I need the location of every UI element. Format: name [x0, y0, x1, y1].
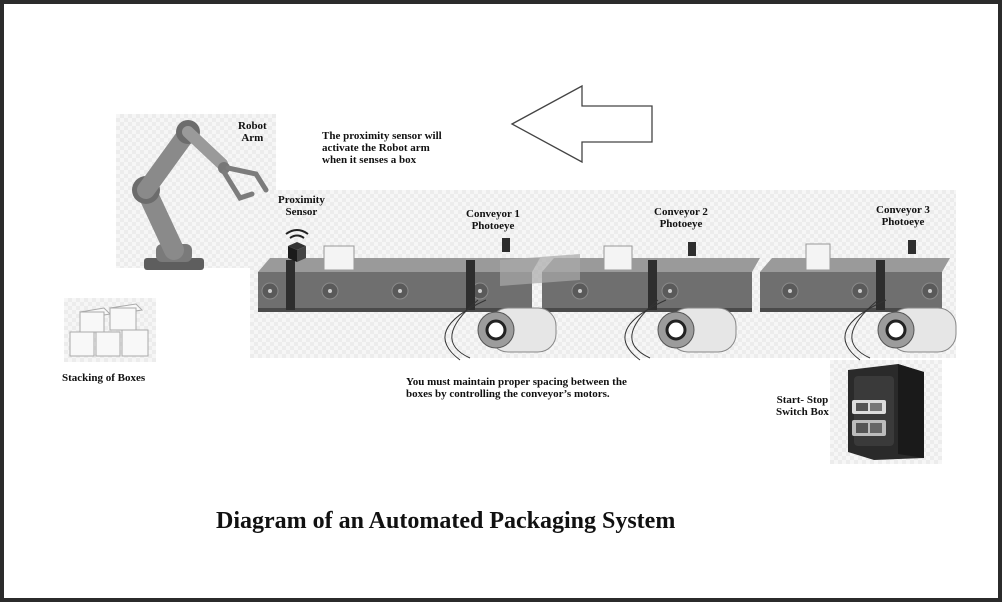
motor-2-cable-b: [624, 299, 667, 361]
roller-hub-5: [578, 289, 582, 293]
transfer-plate: [500, 254, 580, 286]
proximity-sensor-post: [286, 260, 295, 310]
robot-arm-icon: [132, 120, 269, 270]
motor-1-cable-a: [451, 299, 479, 359]
diagram-title: Diagram of an Automated Packaging System: [216, 508, 676, 534]
conveyor-3-edge: [760, 308, 942, 312]
motor-2-shaft: [665, 319, 687, 341]
box-on-belt-1: [323, 245, 355, 271]
motor-3-cable-b: [844, 299, 887, 361]
motor-3-shaft: [885, 319, 907, 341]
proximity-sensor-icon: [285, 229, 309, 262]
roller-hub-4: [478, 289, 482, 293]
spacing-note: You must maintain proper spacing between…: [406, 376, 627, 400]
roller-hub-6: [668, 289, 672, 293]
roller-hub-3: [398, 289, 402, 293]
motor-2-cable-a: [631, 299, 659, 359]
roller-hub-7: [788, 289, 792, 293]
roller-hub-8: [858, 289, 862, 293]
roller-hub-1: [268, 289, 272, 293]
proximity-note: The proximity sensor will activate the R…: [322, 130, 442, 166]
stacked-boxes-icon: [69, 303, 149, 357]
motor-3-cable-a: [851, 299, 879, 359]
box-on-belt-3: [805, 243, 831, 271]
conveyor-1-edge: [258, 308, 532, 312]
conveyor-2-sensor-post: [648, 260, 657, 310]
conveyor-3-sensor-post: [876, 260, 885, 310]
photoeye-head-1: [502, 238, 510, 252]
conveyor-1-sensor-post: [466, 260, 475, 310]
conveyor-3-top: [760, 258, 950, 272]
motor-1-cable-b: [444, 299, 487, 361]
stacking-label: Stacking of Boxes: [62, 372, 146, 384]
photoeye-head-2: [688, 242, 696, 256]
photoeye-head-3: [908, 240, 916, 254]
box-on-belt-2: [603, 245, 633, 271]
conveyor-system: [258, 238, 957, 361]
roller-hub-9: [928, 289, 932, 293]
roller-hub-2: [328, 289, 332, 293]
motor-1-shaft: [485, 319, 507, 341]
start-stop-switch-box-icon: [848, 364, 924, 460]
direction-arrow-icon: [510, 84, 653, 164]
